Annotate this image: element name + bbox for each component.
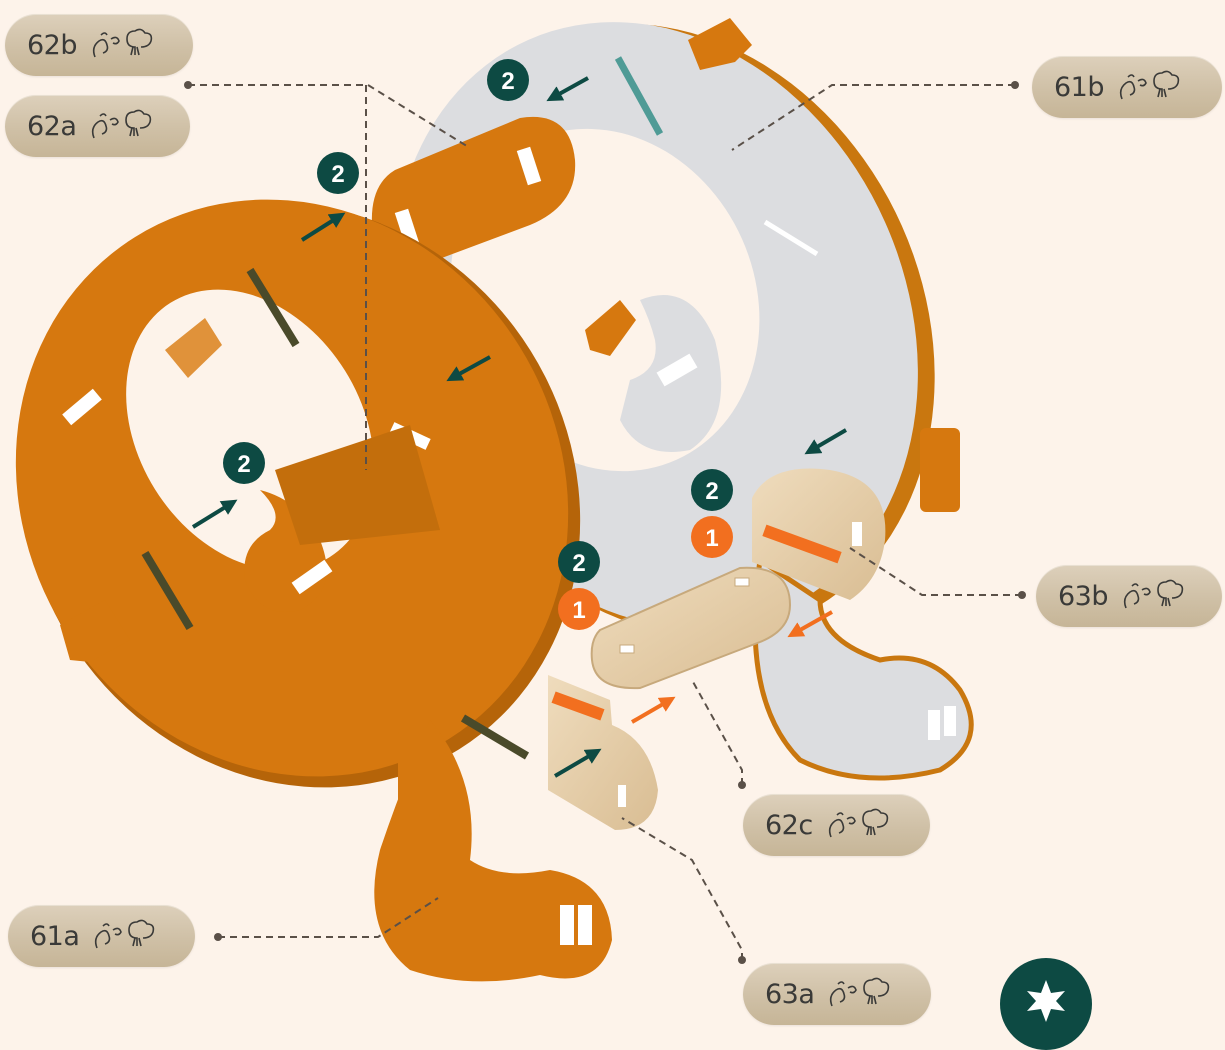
part-62b-connector [371, 116, 576, 269]
squirrel-tree-icon [828, 808, 888, 838]
star-icon [1027, 980, 1065, 1022]
leader-dots [184, 81, 1026, 964]
part-62c-wood [590, 566, 792, 690]
leader-63b [849, 547, 1022, 596]
arrow-teal-2 [300, 212, 346, 242]
peg-right [920, 428, 960, 512]
squirrel-tree-icon [830, 977, 890, 1007]
svg-text:2: 2 [705, 478, 718, 505]
part-label-text: 61b [1054, 71, 1105, 103]
step-badge-2-top: 2 [487, 59, 529, 101]
svg-text:2: 2 [237, 451, 250, 478]
peg-left [60, 600, 130, 662]
squirrel-tree-icon [95, 919, 155, 949]
part-label-text: 62c [765, 809, 813, 841]
part-label-text: 62b [27, 29, 78, 61]
svg-text:2: 2 [501, 68, 514, 95]
assembly-diagram: 2 2 2 2 1 2 1 [15, 18, 1026, 982]
svg-text:2: 2 [331, 161, 344, 188]
squirrel-tree-icon [1119, 70, 1180, 100]
leader-62c [691, 679, 743, 785]
arrow-teal-6 [553, 748, 602, 778]
peg-inner-grey [585, 300, 636, 356]
squirrel-tree-icon [92, 109, 152, 139]
leader-61b [731, 84, 1015, 151]
teal-arrows [191, 76, 848, 778]
step-badge-2-left-upper: 2 [317, 152, 359, 194]
peg-bottom [398, 728, 440, 820]
step-badge-2-right: 2 [691, 469, 733, 511]
part-label-text: 61a [30, 920, 80, 952]
peg-top-right [688, 18, 752, 70]
squirrel-tree-icon [92, 28, 153, 58]
part-63b-wood [752, 468, 886, 600]
arrow-orange-1 [787, 610, 833, 638]
svg-text:1: 1 [572, 597, 585, 624]
leader-63a [621, 817, 743, 960]
orange-arrows [630, 610, 833, 724]
arrow-teal-3 [446, 355, 491, 382]
part-label-63a: 63a [743, 963, 931, 1025]
part-label-text: 63b [1058, 580, 1109, 612]
step-badge-2-middle: 2 [558, 541, 600, 583]
step-badge-1-middle: 1 [558, 588, 600, 630]
part-label-62b: 62b [5, 14, 193, 76]
leader-61a [218, 897, 439, 938]
arrow-orange-2 [630, 696, 676, 724]
svg-text:1: 1 [705, 525, 718, 552]
leader-62b [188, 84, 471, 149]
step-badge-1-right: 1 [691, 516, 733, 558]
arrow-teal-1 [546, 76, 589, 102]
part-label-61b: 61b [1032, 56, 1222, 118]
part-label-text: 63a [765, 978, 815, 1010]
part-label-text: 62a [27, 110, 77, 142]
svg-text:2: 2 [572, 550, 585, 577]
arrow-teal-4 [191, 499, 238, 529]
part-62a-connector [275, 425, 440, 545]
part-label-61a: 61a [8, 905, 195, 967]
leader-lines [188, 84, 1022, 960]
step-badge-2-center: 2 [223, 442, 265, 484]
part-label-63b: 63b [1036, 565, 1222, 627]
part-label-62a: 62a [5, 95, 190, 157]
part-63a-wood [548, 675, 658, 830]
squirrel-tree-icon [1123, 579, 1184, 609]
arrow-teal-5 [804, 428, 848, 455]
part-label-62c: 62c [743, 794, 930, 856]
peg-upper-left [165, 318, 222, 378]
star-badge [1000, 958, 1092, 1050]
